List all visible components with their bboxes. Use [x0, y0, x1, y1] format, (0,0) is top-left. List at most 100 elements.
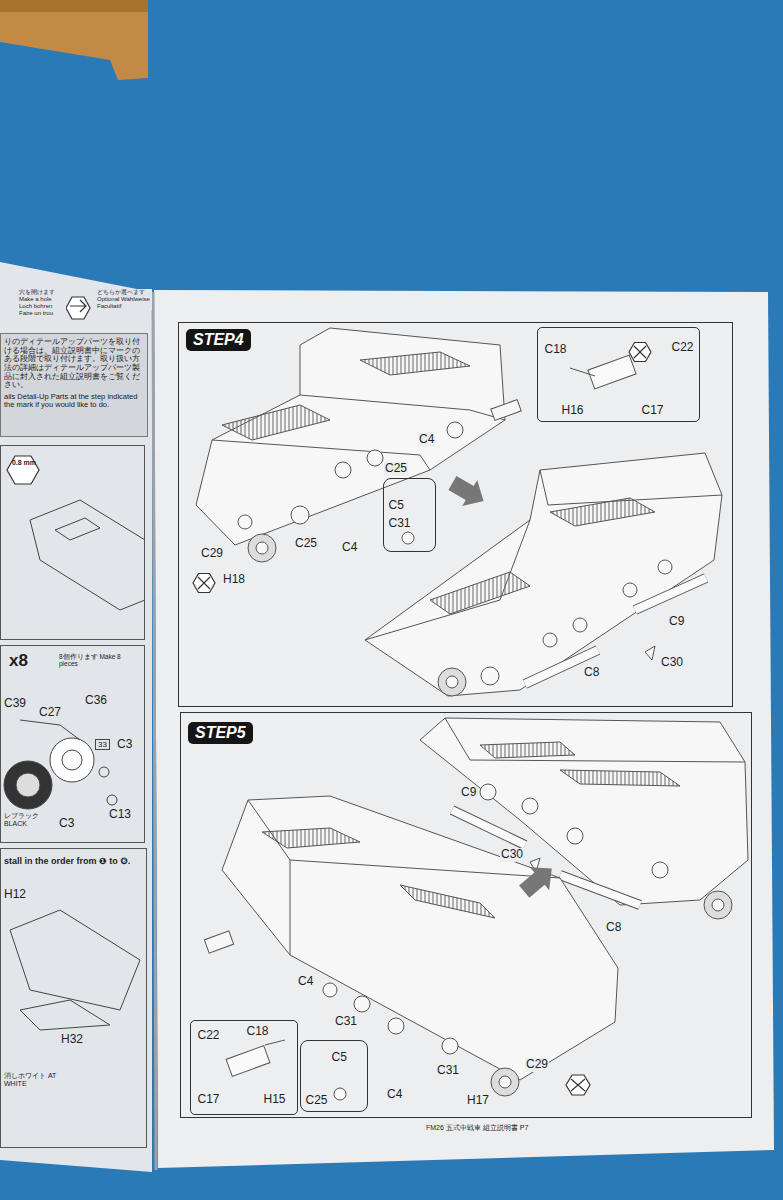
symbol-icon	[193, 574, 215, 593]
hull-drawing	[567, 828, 583, 844]
hull-drawing	[248, 800, 560, 878]
symbol-icon	[7, 456, 39, 484]
left-page-parts	[30, 500, 145, 540]
hull-drawing	[388, 1018, 404, 1034]
part-number: C5	[388, 499, 405, 513]
inset-part-drawing	[265, 1040, 285, 1045]
inset-part-drawing	[334, 1088, 346, 1100]
hull-drawing	[291, 506, 309, 524]
symbol-icon	[566, 1075, 590, 1095]
hull-drawing	[365, 453, 722, 696]
part-number: C3	[116, 738, 133, 752]
detail-box: 0.8 mm	[0, 445, 145, 640]
part-number: C9	[460, 786, 477, 800]
option-inset: C5C31	[383, 478, 436, 552]
note-text: ails Detail-Up Parts at the step indicat…	[4, 393, 143, 410]
left-page-parts	[50, 738, 94, 782]
symbol-icon	[70, 300, 86, 312]
callout-number: 33	[95, 739, 110, 750]
left-page-parts	[107, 795, 117, 805]
symbol-icon	[571, 1079, 585, 1091]
hull-drawing	[323, 983, 337, 997]
instruction-text: stall in the order from ❶ to ❻.	[4, 856, 144, 866]
hull-drawing	[222, 405, 330, 440]
part-number: C18	[544, 343, 568, 357]
left-page-parts	[99, 767, 109, 777]
part-number: C18	[246, 1025, 270, 1039]
detail-inset: C22C18C17H15	[190, 1020, 298, 1115]
color-note: レブラック BLACK	[3, 812, 51, 828]
hull-drawing	[712, 899, 724, 911]
part-number: C39	[3, 697, 27, 711]
left-page-parts	[62, 750, 82, 770]
part-number: C25	[294, 537, 318, 551]
part-number: C25	[305, 1094, 329, 1108]
part-number: C8	[583, 666, 600, 680]
hull-drawing	[560, 770, 680, 786]
step-panel: C22C18C17H15C5C25STEP5	[180, 712, 752, 1118]
part-number: H18	[222, 573, 246, 587]
hull-drawing	[480, 784, 496, 800]
hull-drawing	[354, 996, 370, 1012]
left-page-parts	[10, 910, 140, 960]
part-number: C30	[500, 848, 524, 862]
hull-drawing	[367, 450, 383, 466]
symbol-note: 穴を開けます Make a hole Loch bohren Faire un …	[18, 289, 66, 317]
part-number: C31	[436, 1064, 460, 1078]
page-footer: FM26 五式中戦車 組立説明書 P7	[425, 1124, 529, 1132]
note-text: りのディテールアップパーツを取り付ける場合は、組立説明書中にマークのある段階で取…	[4, 338, 143, 390]
part-number: C36	[84, 694, 108, 708]
hull-drawing	[635, 578, 706, 610]
left-page-parts	[10, 930, 140, 1010]
hull-drawing	[204, 931, 233, 953]
hull-drawing	[645, 646, 655, 660]
hull-drawing	[196, 328, 505, 545]
step-heading: STEP4	[186, 329, 251, 351]
part-number: C4	[341, 541, 358, 555]
hull-drawing	[300, 395, 505, 420]
hull-drawing	[623, 583, 637, 597]
part-number: C27	[38, 706, 62, 720]
instruction-text: 8個作ります Make 8 pieces	[59, 653, 121, 668]
hull-drawing	[262, 828, 360, 848]
hull-drawing	[248, 534, 276, 562]
hull-drawing	[452, 810, 525, 845]
color-note: 消しホワイト AT WHITE	[3, 1072, 65, 1088]
inset-part-drawing	[226, 1046, 270, 1077]
part-number: C8	[605, 921, 622, 935]
option-inset: C5C25	[300, 1040, 368, 1112]
left-page-parts	[4, 761, 52, 809]
photo-ground	[0, 0, 148, 12]
hull-drawing	[256, 542, 268, 554]
left-page-parts	[16, 773, 40, 797]
hull-drawing	[430, 572, 530, 614]
left-page-parts	[4, 500, 145, 1030]
detail-inset: C18C22H16C17	[537, 327, 700, 422]
quantity-label: x8	[9, 651, 28, 671]
left-page-parts	[20, 1000, 110, 1030]
inset-part-drawing	[402, 532, 414, 544]
part-number: C13	[108, 808, 132, 822]
hull-drawing	[543, 633, 557, 647]
part-number: C31	[388, 517, 412, 531]
part-number: C3	[58, 817, 75, 831]
hull-drawing	[445, 718, 745, 762]
part-number: C29	[200, 547, 224, 561]
part-number: C29	[525, 1058, 549, 1072]
part-number: C17	[641, 404, 665, 418]
hull-drawing	[704, 891, 732, 919]
hull-drawing	[222, 796, 618, 1080]
part-number: C31	[334, 1015, 358, 1029]
hull-drawing	[238, 515, 252, 529]
part-number: C17	[197, 1093, 221, 1107]
hull-drawing	[446, 676, 458, 688]
part-number: C9	[668, 615, 685, 629]
note-box: りのディテールアップパーツを取り付ける場合は、組立説明書中にマークのある段階で取…	[0, 333, 148, 437]
hull-drawing	[335, 462, 351, 478]
inset-part-drawing	[588, 355, 636, 389]
hull-drawing	[573, 618, 587, 632]
